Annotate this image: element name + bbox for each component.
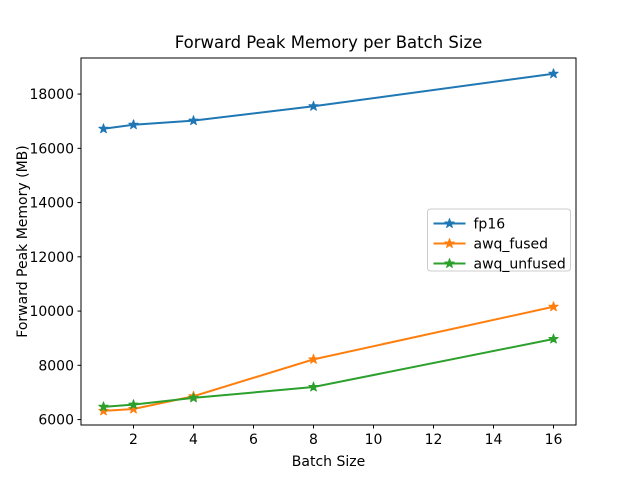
chart-title: Forward Peak Memory per Batch Size	[175, 33, 483, 52]
legend-star-icon	[444, 238, 455, 248]
y-tick-label: 6000	[38, 413, 74, 429]
x-tick-label: 10	[365, 432, 383, 448]
data-point-star-icon	[308, 100, 319, 111]
x-axis-label: Batch Size	[292, 454, 365, 470]
data-point-star-icon	[188, 392, 199, 403]
legend-star-icon	[444, 258, 455, 268]
y-tick-label: 16000	[29, 141, 74, 157]
data-point-star-icon	[98, 123, 109, 134]
legend-label-awq_unfused: awq_unfused	[474, 257, 566, 273]
data-point-star-icon	[308, 381, 319, 392]
data-point-star-icon	[188, 115, 199, 126]
y-tick-label: 14000	[29, 196, 74, 212]
data-point-star-icon	[308, 353, 319, 364]
data-point-star-icon	[98, 405, 109, 416]
data-point-star-icon	[98, 401, 109, 412]
x-tick-label: 4	[189, 432, 198, 448]
legend-star-icon	[444, 218, 455, 228]
axes-frame	[80, 57, 577, 426]
y-axis-label: Forward Peak Memory (MB)	[15, 145, 31, 337]
data-point-star-icon	[548, 333, 559, 344]
data-point-star-icon	[128, 403, 139, 414]
legend-label-fp16: fp16	[474, 217, 506, 233]
x-tick-label: 2	[129, 432, 138, 448]
x-tick-label: 8	[309, 432, 318, 448]
x-tick-label: 16	[545, 432, 563, 448]
data-point-star-icon	[548, 301, 559, 312]
data-point-star-icon	[128, 399, 139, 410]
x-tick-label: 12	[425, 432, 443, 448]
y-tick-label: 10000	[29, 304, 74, 320]
data-point-star-icon	[128, 119, 139, 130]
y-tick-label: 8000	[38, 358, 74, 374]
data-point-star-icon	[548, 68, 559, 79]
x-tick-label: 14	[485, 432, 503, 448]
y-tick-label: 18000	[29, 87, 74, 103]
x-tick-label: 6	[249, 432, 258, 448]
y-tick-label: 12000	[29, 250, 74, 266]
legend-label-awq_fused: awq_fused	[474, 237, 549, 253]
